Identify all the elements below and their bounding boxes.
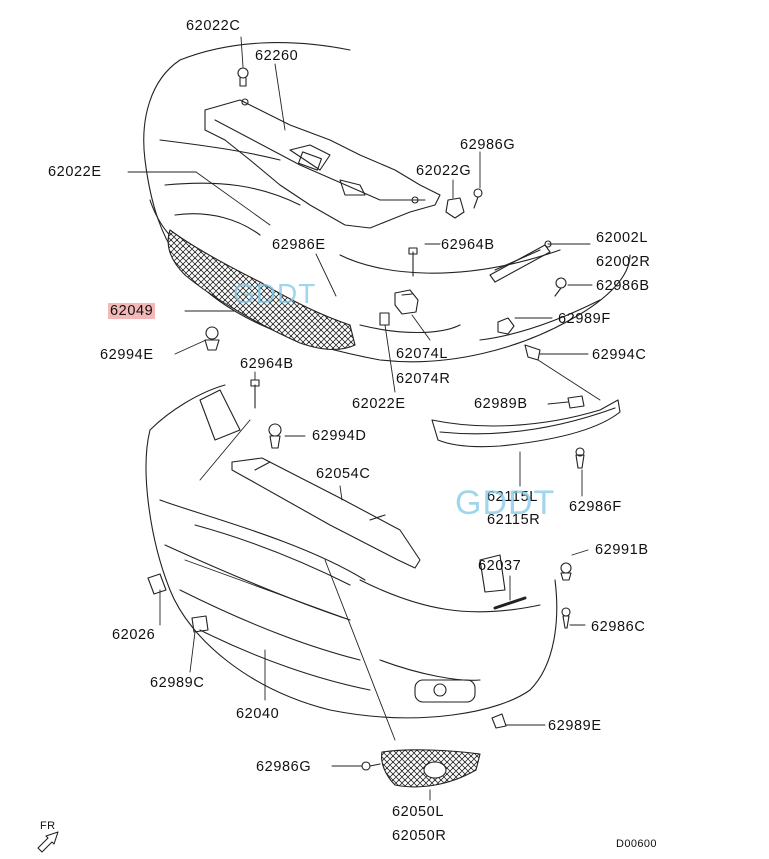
part-label-62115l: 62115L: [487, 489, 538, 505]
front-direction-arrow: [37, 831, 59, 853]
fastener-62994e: [204, 326, 220, 351]
clip-62022c: [237, 67, 249, 87]
lower-lip-spoiler: [431, 395, 621, 448]
part-label-62002l: 62002L: [596, 230, 648, 246]
part-label-62022c: 62022C: [186, 18, 241, 34]
part-label-62115r: 62115R: [487, 512, 541, 528]
part-label-62074r: 62074R: [396, 371, 451, 387]
part-label-62040: 62040: [236, 706, 280, 722]
part-label-62022e-mid: 62022E: [352, 396, 406, 412]
fastener-62994d: [268, 423, 282, 449]
trim-strip-62037: [493, 596, 527, 610]
screw-62986g-bottom: [361, 761, 381, 771]
upper-support-bracket: [204, 98, 441, 229]
part-label-62026: 62026: [112, 627, 156, 643]
clip-62991b: [560, 562, 572, 581]
part-label-62986e: 62986E: [272, 237, 326, 253]
part-label-62050r: 62050R: [392, 828, 447, 844]
part-label-62022g: 62022G: [416, 163, 472, 179]
drawing-code: D00600: [616, 838, 657, 850]
nut-62989e: [491, 713, 507, 729]
cap-62026: [147, 573, 167, 595]
watermark-gddt-mid: GDDT: [233, 278, 317, 309]
part-label-62986f: 62986F: [569, 499, 622, 515]
fog-lamp-bezel: [381, 749, 481, 788]
clip-62022g: [445, 188, 483, 219]
part-label-62989c: 62989C: [150, 675, 205, 691]
part-label-62050l: 62050L: [392, 804, 444, 820]
screw-62986f: [575, 447, 585, 469]
leader-lines: [127, 36, 601, 801]
part-label-62964b-mid: 62964B: [240, 356, 294, 372]
bumper-reinforcement: [231, 457, 421, 569]
part-label-62989f: 62989F: [558, 311, 611, 327]
part-label-62986c: 62986C: [591, 619, 646, 635]
part-label-62054c: 62054C: [316, 466, 371, 482]
part-label-62260: 62260: [255, 48, 299, 64]
watermark-gddt-right: GDDT: [455, 484, 556, 522]
screw-62986b: [554, 277, 567, 297]
nut-62989f: [497, 317, 515, 335]
part-label-62989e: 62989E: [548, 718, 602, 734]
part-label-62022e-top: 62022E: [48, 164, 102, 180]
bolt-62964b-mid: [250, 379, 260, 409]
part-label-62994c: 62994C: [592, 347, 647, 363]
part-label-62964b-top: 62964B: [441, 237, 495, 253]
part-label-62994d: 62994D: [312, 428, 367, 444]
bracket-62074: [379, 289, 419, 326]
part-label-62994e: 62994E: [100, 347, 154, 363]
part-label-62986g-top: 62986G: [460, 137, 516, 153]
fastener-62994c: [524, 344, 541, 361]
screw-62986c: [561, 607, 571, 629]
grille-mesh: [167, 229, 356, 350]
nut-62989c: [191, 615, 209, 633]
part-label-62002r: 62002R: [596, 254, 651, 270]
part-label-62986b: 62986B: [596, 278, 650, 294]
part-label-62049-highlighted: 62049: [108, 303, 156, 319]
front-direction-label: FR: [40, 820, 56, 832]
part-label-62986g-bottom: 62986G: [256, 759, 312, 775]
bolt-62964b-top: [408, 247, 418, 277]
part-label-62991b: 62991B: [595, 542, 649, 558]
part-label-62037: 62037: [478, 558, 522, 574]
part-label-62074l: 62074L: [396, 346, 448, 362]
part-label-62989b: 62989B: [474, 396, 528, 412]
